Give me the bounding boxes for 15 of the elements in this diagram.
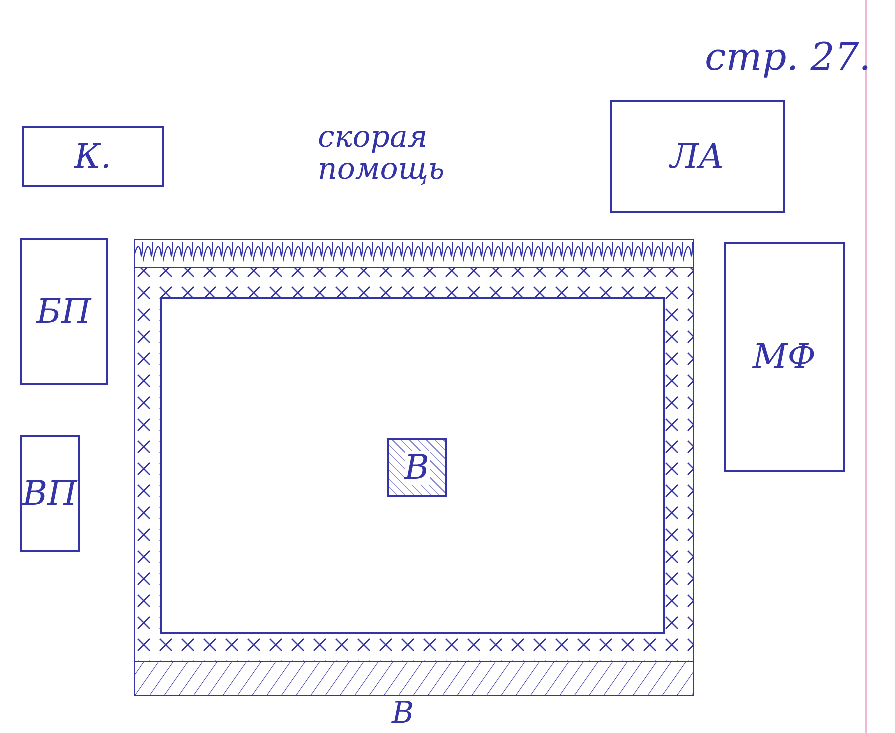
- room-label: ВП: [22, 476, 78, 510]
- room-box: [724, 242, 845, 472]
- room-label: ЛА: [670, 140, 725, 174]
- room-label: БП: [36, 294, 92, 328]
- page-number: стр. 27.: [705, 38, 872, 78]
- side-label: В: [392, 698, 414, 730]
- room-label: В: [404, 450, 430, 484]
- room-label: МФ: [752, 340, 816, 374]
- room-box: [22, 126, 164, 187]
- room-box: [610, 100, 785, 213]
- crosshatched-box: [387, 438, 447, 497]
- caption-text: скорая помощь: [318, 122, 446, 185]
- room-box: [20, 435, 80, 552]
- room-label: К.: [74, 140, 112, 174]
- room-box: [20, 238, 108, 385]
